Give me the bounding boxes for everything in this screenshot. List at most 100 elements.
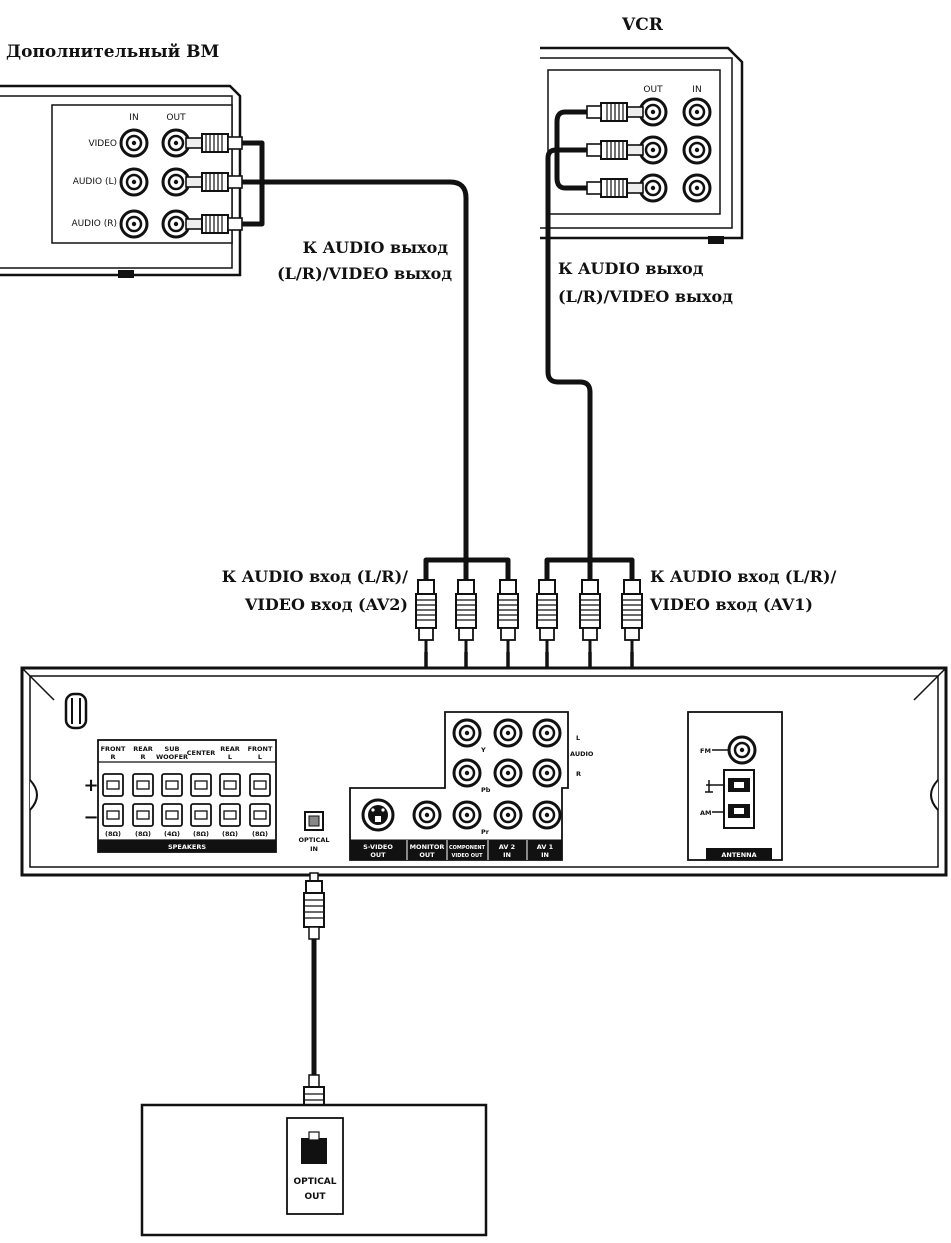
extra-vcr-audio-l-in-jack: [119, 167, 149, 197]
monitor-out-label-line2: OUT: [419, 851, 435, 859]
extra-vcr-in-header: IN: [129, 113, 138, 123]
optical-in-label-line1: OPTICAL: [298, 836, 329, 844]
fm-label: FM: [700, 747, 711, 755]
vcr-audio-r-out-jack: [638, 173, 668, 203]
extra-vcr-row-audio-r: AUDIO (R): [71, 219, 117, 229]
speaker-ohm-1: (8Ω): [105, 830, 121, 838]
speaker-terminal-fl-plus: [249, 773, 271, 797]
optical-in-label-line2: IN: [310, 845, 318, 853]
cables: [242, 109, 635, 580]
extra-vcr-out-callout-line1: К AUDIO выход: [303, 238, 449, 257]
antenna-footer: ANTENNA: [721, 851, 756, 859]
av2-in-callout-line2: VIDEO вход (AV2): [244, 595, 408, 614]
speaker-header-6-line2: L: [258, 753, 262, 761]
component-out-label-line2: VIDEO OUT: [451, 853, 483, 859]
speaker-header-2-line2: R: [140, 753, 145, 761]
extra-vcr-title: Дополнительный ВМ: [6, 42, 220, 62]
ground-icon: [705, 780, 724, 793]
av1-in-callout-line2: VIDEO вход (AV1): [649, 595, 813, 614]
av1-plug-center: [578, 578, 602, 654]
component-pr-jack: [452, 800, 482, 830]
av1-plug-left: [535, 578, 559, 654]
svideo-out-jack: [361, 798, 395, 832]
audio-mark: AUDIO: [570, 750, 594, 758]
audio-l-mark: L: [576, 734, 580, 742]
av2-in-label-line1: AV 2: [499, 843, 515, 851]
extra-vcr-row-video: VIDEO: [88, 139, 117, 149]
component-out-label-line1: COMPONENT: [449, 845, 486, 851]
optical-in-port: OPTICAL IN: [298, 811, 330, 853]
av-plugs: [414, 578, 644, 654]
vcr-out-header: OUT: [643, 85, 663, 95]
monitor-out-label-line1: MONITOR: [410, 843, 445, 851]
vcr-video-out-jack: [638, 97, 668, 127]
speaker-ohm-5: (8Ω): [222, 830, 238, 838]
minus-sign-icon: −: [83, 807, 98, 828]
monitor-out-jack: [412, 800, 442, 830]
speaker-terminal-c-plus: [190, 773, 212, 797]
speaker-header-1-line2: R: [110, 753, 115, 761]
speaker-header-1-line1: FRONT: [101, 745, 126, 753]
extra-vcr-video-in-jack: [119, 128, 149, 158]
receiver-rear-panel: SPEAKERS + − FRONT R REAR R SUB WOOFER C…: [20, 666, 948, 877]
vcr-video-in-jack: [682, 97, 712, 127]
vcr-audio-l-in-jack: [682, 135, 712, 165]
speaker-header-3-line1: SUB: [165, 745, 180, 753]
component-y-mark: Y: [480, 746, 486, 754]
component-pb-mark: Pb: [481, 786, 491, 794]
speaker-header-2-line1: REAR: [133, 745, 152, 753]
vcr-out-callout-line1: К AUDIO выход: [558, 259, 704, 278]
callouts: К AUDIO выход (L/R)/VIDEO выход К AUDIO …: [222, 238, 837, 614]
extra-vcr-audio-r-out-jack: [161, 209, 191, 239]
svideo-out-label-line2: OUT: [370, 851, 386, 859]
speaker-terminal-rr-minus: [132, 803, 154, 827]
svideo-out-label-line1: S-VIDEO: [363, 843, 393, 851]
av2-in-label-line2: IN: [503, 851, 511, 859]
speaker-header-5-line1: REAR: [220, 745, 239, 753]
av1-audio-l-jack: [532, 758, 562, 788]
av1-in-label-line2: IN: [541, 851, 549, 859]
av1-in-label-line1: AV 1: [537, 843, 554, 851]
speaker-terminal-rl-plus: [219, 773, 241, 797]
av1-audio-r-jack: [532, 800, 562, 830]
extra-vcr-device: Дополнительный ВМ IN OUT VIDEO AUDIO (L)…: [0, 42, 243, 278]
speaker-terminal-rl-minus: [219, 803, 241, 827]
optical-cable: [303, 872, 325, 1132]
plus-sign-icon: +: [83, 775, 98, 796]
av2-audio-r-jack: [493, 800, 523, 830]
optical-out-label-line1: OPTICAL: [293, 1177, 336, 1187]
power-cord-clip-icon: [64, 692, 88, 730]
speaker-terminals: SPEAKERS + − FRONT R REAR R SUB WOOFER C…: [83, 739, 277, 853]
speaker-header-4-line1: CENTER: [187, 749, 216, 757]
extra-vcr-out-header: OUT: [166, 113, 186, 123]
speaker-terminal-fl-minus: [249, 803, 271, 827]
av2-plug-center: [454, 578, 478, 654]
av-jack-panel: S-VIDEO OUT MONITOR OUT COMPONENT VIDEO …: [349, 711, 594, 861]
vcr-title: VCR: [621, 15, 664, 35]
extra-vcr-audio-l-out-jack: [161, 167, 191, 197]
speaker-ohm-3: (4Ω): [164, 830, 180, 838]
speaker-terminal-sw-minus: [161, 803, 183, 827]
av2-video-jack: [493, 718, 523, 748]
av1-video-jack: [532, 718, 562, 748]
speaker-header-6-line1: FRONT: [248, 745, 273, 753]
antenna-panel: ANTENNA FM AM: [687, 711, 783, 861]
speaker-header-5-line2: L: [228, 753, 232, 761]
extra-vcr-out-callout-line2: (L/R)/VIDEO выход: [277, 264, 452, 283]
av2-plug-right: [496, 578, 520, 654]
extra-vcr-row-audio-l: AUDIO (L): [73, 177, 117, 187]
av2-in-callout-line1: К AUDIO вход (L/R)/: [222, 567, 408, 586]
extra-vcr-main-cable: [242, 179, 469, 555]
optical-out-label-line2: OUT: [304, 1192, 326, 1202]
extra-vcr-video-out-jack: [161, 128, 191, 158]
component-pr-mark: Pr: [481, 828, 490, 836]
av1-plug-right: [620, 578, 644, 654]
speaker-ohm-4: (8Ω): [193, 830, 209, 838]
component-y-jack: [452, 718, 482, 748]
vcr-device: VCR OUT IN: [540, 15, 744, 244]
component-pb-jack: [452, 758, 482, 788]
speaker-terminal-fr-plus: [102, 773, 124, 797]
av2-audio-l-jack: [493, 758, 523, 788]
av1-in-callout-line1: К AUDIO вход (L/R)/: [650, 567, 836, 586]
